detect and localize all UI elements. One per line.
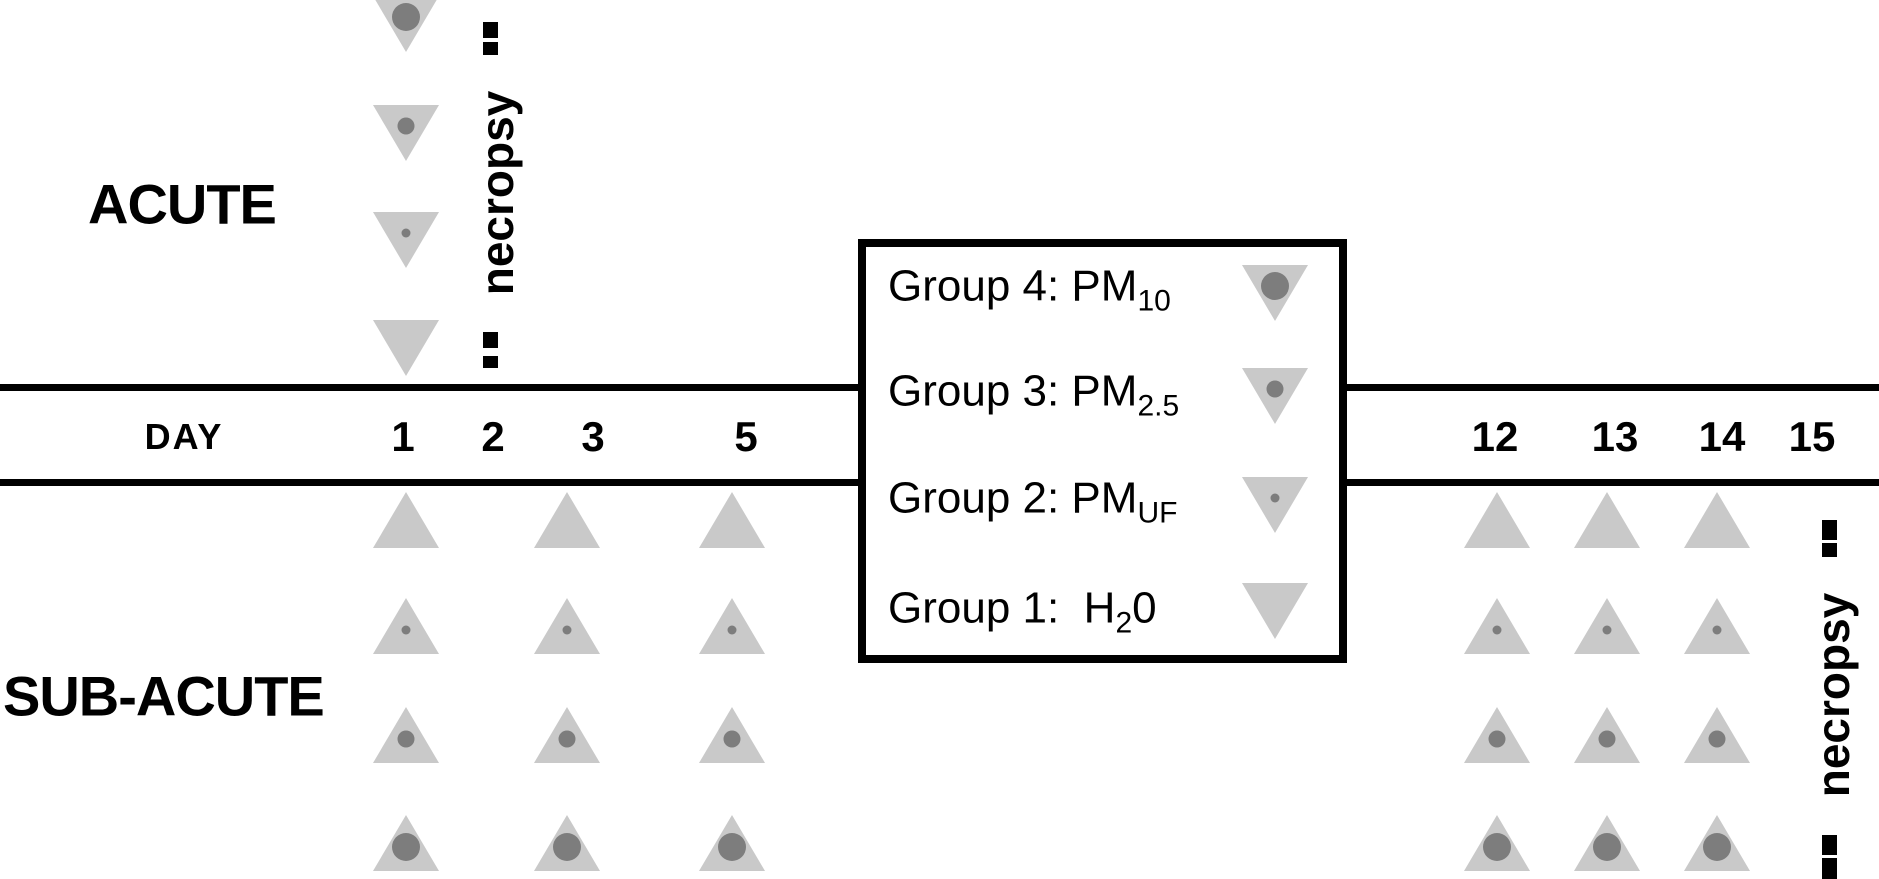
marker-triangle-subacute-day14-group4 (1684, 815, 1750, 871)
marker-triangle-acute-day1-group2 (373, 212, 439, 268)
marker-triangle-subacute-day13-group4 (1574, 815, 1640, 871)
dot-large (392, 3, 420, 31)
legend-label-prefix: Group 3: PM (888, 366, 1138, 416)
necropsy-dash (483, 22, 498, 38)
marker-triangle-acute-day1-group1 (373, 320, 439, 376)
marker-triangle-subacute-day5-group2 (699, 598, 765, 654)
day-label-2: 2 (481, 413, 505, 460)
legend-item-group1: Group 1: H20 (888, 584, 1157, 641)
marker-triangle-subacute-day14-group2 (1684, 598, 1750, 654)
necropsy-dash (483, 42, 498, 55)
dot-large (1703, 833, 1731, 861)
dot-medium (397, 117, 415, 135)
dot-small (401, 228, 411, 238)
legend-label-subscript: UF (1137, 496, 1178, 530)
legend-item-group3: Group 3: PM2.5 (888, 367, 1179, 424)
marker-triangle-subacute-day14-group1 (1684, 492, 1750, 548)
marker-triangle-subacute-day12-group1 (1464, 492, 1530, 548)
dot-medium (397, 730, 415, 748)
dot-medium (1266, 380, 1284, 398)
dot-medium (1598, 730, 1616, 748)
dot-small (1492, 625, 1502, 635)
dot-large (718, 833, 746, 861)
necropsy-dash (1822, 520, 1837, 540)
marker-triangle-subacute-day13-group1 (1574, 492, 1640, 548)
dot-small (1602, 625, 1612, 635)
day-axis-label: DAY (144, 416, 224, 457)
marker-triangle-subacute-day1-group3 (373, 707, 439, 763)
day-label-15: 15 (1788, 413, 1836, 460)
necropsy-dash (1822, 543, 1837, 557)
necropsy-dash (1822, 835, 1837, 855)
dot-small (1712, 625, 1722, 635)
legend-label-subscript: 2.5 (1137, 389, 1180, 423)
marker-triangle-subacute-day12-group4 (1464, 815, 1530, 871)
legend-item-group4: Group 4: PM10 (888, 262, 1171, 319)
day-label-13: 13 (1591, 413, 1639, 460)
legend-item-group2: Group 2: PMUF (888, 474, 1177, 531)
dot-large (553, 833, 581, 861)
dot-medium (1488, 730, 1506, 748)
marker-triangle-subacute-day3-group1 (534, 492, 600, 548)
dot-medium (558, 730, 576, 748)
dot-large (1483, 833, 1511, 861)
day-label-14: 14 (1698, 413, 1746, 460)
marker-triangle-subacute-day5-group1 (699, 492, 765, 548)
marker-triangle-subacute-day13-group3 (1574, 707, 1640, 763)
acute-phase-label: ACUTE (88, 172, 277, 236)
day-label-1: 1 (391, 413, 415, 460)
marker-triangle-subacute-day3-group4 (534, 815, 600, 871)
marker-triangle-subacute-day1-group4 (373, 815, 439, 871)
necropsy-label-acute: necropsy (471, 90, 523, 296)
day-label-3: 3 (581, 413, 605, 460)
dot-medium (1708, 730, 1726, 748)
necropsy-label-sub-acute: necropsy (1807, 592, 1859, 798)
marker-triangle-subacute-day13-group2 (1574, 598, 1640, 654)
marker-triangle-acute-day1-group3 (373, 105, 439, 161)
marker-triangle-subacute-day3-group3 (534, 707, 600, 763)
dot-small (727, 625, 737, 635)
dot-small (1270, 493, 1280, 503)
necropsy-dash (1822, 858, 1837, 879)
marker-triangle-subacute-day3-group2 (534, 598, 600, 654)
dot-small (401, 625, 411, 635)
marker-triangle-subacute-day14-group3 (1684, 707, 1750, 763)
dot-large (1261, 272, 1289, 300)
marker-triangle-subacute-day12-group3 (1464, 707, 1530, 763)
marker-triangle-subacute-day5-group4 (699, 815, 765, 871)
legend-label-subscript: 10 (1137, 284, 1171, 318)
dot-small (562, 625, 572, 635)
legend-label-prefix: Group 4: PM (888, 261, 1138, 311)
legend-label-suffix: 0 (1132, 583, 1157, 633)
marker-triangle-subacute-day12-group2 (1464, 598, 1530, 654)
legend-label-prefix: Group 1: H (888, 583, 1116, 633)
dot-large (392, 833, 420, 861)
marker-triangle-subacute-day1-group2 (373, 598, 439, 654)
dot-medium (723, 730, 741, 748)
marker-triangle-acute-day1-group4 (373, 0, 439, 52)
necropsy-dash (483, 332, 498, 348)
legend-label-subscript: 2 (1115, 606, 1133, 640)
necropsy-dash (483, 356, 498, 368)
day-label-5: 5 (734, 413, 758, 460)
sub-acute-phase-label: SUB-ACUTE (3, 664, 325, 728)
day-label-12: 12 (1471, 413, 1519, 460)
dot-large (1593, 833, 1621, 861)
marker-triangle-subacute-day5-group3 (699, 707, 765, 763)
marker-triangle-subacute-day1-group1 (373, 492, 439, 548)
legend-label-prefix: Group 2: PM (888, 473, 1138, 523)
